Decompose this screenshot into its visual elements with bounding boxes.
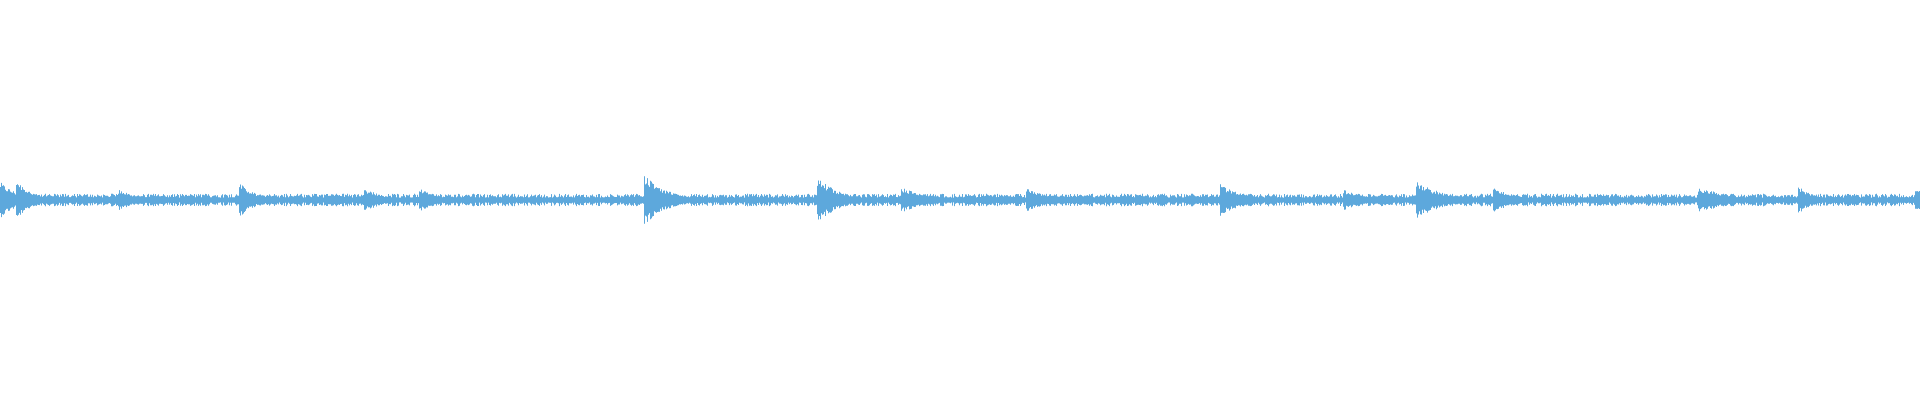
waveform-path: [0, 176, 1920, 224]
